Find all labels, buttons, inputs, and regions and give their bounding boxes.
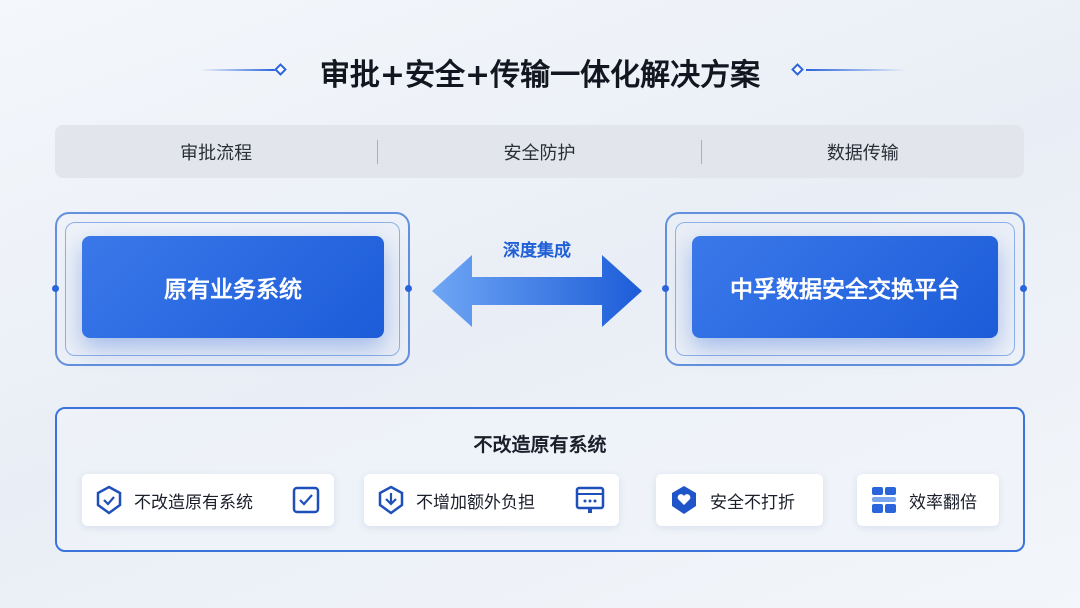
page-title: 审批+安全+传输一体化解决方案 [319, 58, 761, 93]
arrow-label: 深度集成 [503, 241, 571, 261]
grid-icon [872, 487, 896, 513]
tab-approval[interactable]: 审批流程 [180, 142, 253, 164]
shield-download-icon [378, 485, 404, 515]
double-arrow-icon [432, 255, 642, 327]
feature-card: 不增加额外负担 [364, 474, 619, 526]
shield-check-icon [96, 485, 122, 515]
tab-divider [377, 139, 379, 164]
tab-transfer[interactable]: 数据传输 [826, 142, 899, 164]
feature-card: 不改造原有系统 [82, 474, 334, 526]
card-label: 效率翻倍 [909, 492, 977, 513]
feature-card: 效率翻倍 [857, 474, 999, 526]
dot [405, 285, 412, 292]
feature-card: 安全不打折 [656, 474, 823, 526]
card-label: 不改造原有系统 [134, 492, 253, 513]
dot [1020, 285, 1027, 292]
checkbox-icon [292, 486, 320, 514]
shield-heart-icon [672, 486, 696, 514]
title-line-left [200, 69, 275, 71]
left-frame-inner [65, 222, 400, 356]
dot [662, 285, 669, 292]
monitor-icon [575, 486, 605, 513]
exchange-platform-box: 中孚数据安全交换平台 [692, 236, 998, 338]
right-frame-inner [675, 222, 1015, 356]
legacy-system-box: 原有业务系统 [82, 236, 384, 338]
dot [52, 285, 59, 292]
tab-bar: 审批流程 安全防护 数据传输 [55, 125, 1024, 178]
title-line-right [806, 69, 906, 71]
panel-heading: 不改造原有系统 [473, 434, 607, 456]
card-label: 安全不打折 [710, 492, 795, 513]
tab-security[interactable]: 安全防护 [503, 142, 576, 164]
card-label: 不增加额外负担 [416, 492, 535, 513]
tab-divider [700, 139, 702, 164]
